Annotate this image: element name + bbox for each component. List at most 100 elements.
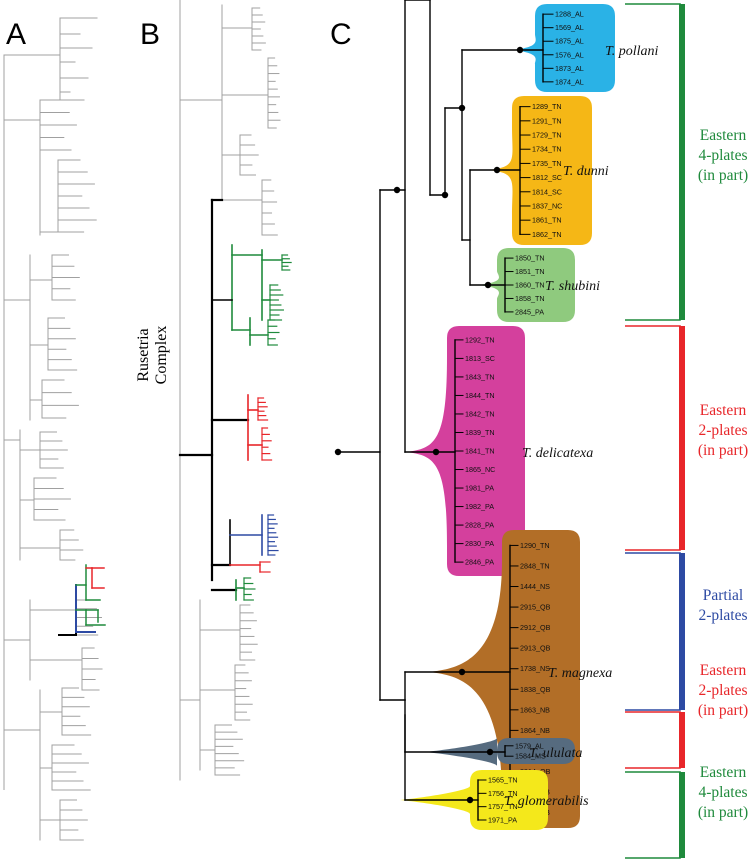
tip-label: 1839_TN: [465, 428, 495, 437]
tree-c: 1288_AL 1569_AL 1875_AL 1576_AL 1873_AL 1874_…: [334, 0, 659, 830]
species-name: T. magnexa: [548, 666, 612, 681]
group-label: (in part): [698, 804, 748, 821]
species-name: T. shubini: [545, 279, 600, 294]
tip-label: 1291_TN: [532, 116, 562, 125]
tip-label: 1838_QB: [520, 685, 551, 694]
tip-label: 1729_TN: [532, 131, 562, 140]
tip-label: 2912_QB: [520, 623, 551, 632]
tip-label: 1841_TN: [465, 447, 495, 456]
tip-label: 1756_TN: [488, 789, 518, 798]
tip-label: 1875_AL: [555, 37, 584, 46]
panel-label-c: C: [330, 18, 352, 51]
tip-label: 1981_PA: [465, 484, 494, 493]
tip-label: 1288_AL: [555, 10, 584, 19]
tip-label: 1863_NB: [520, 705, 550, 714]
complex-label: Rusetria Complex: [135, 326, 170, 385]
tip-label: 1971_PA: [488, 816, 517, 825]
bracket-bar: [679, 4, 685, 320]
group-bracket: Partial 2-plates: [625, 552, 748, 711]
group-label: Partial: [703, 587, 743, 604]
tip-label: 1584_MS: [515, 752, 546, 761]
tip-label: 1738_NS: [520, 664, 550, 673]
group-label: 4-plates: [698, 784, 747, 801]
group-bracket: Eastern 2-plates (in part): [625, 325, 748, 551]
group-label: Eastern: [700, 402, 747, 419]
tip-label: 1874_AL: [555, 77, 584, 86]
tip-label: 2846_PA: [465, 558, 494, 567]
bracket-bar: [679, 772, 685, 858]
species-name: T. delicatexa: [522, 446, 593, 461]
tip-label: 1444_NS: [520, 582, 550, 591]
clade-pollani: 1288_AL 1569_AL 1875_AL 1576_AL 1873_AL 1874_…: [512, 4, 659, 92]
group-label: 2-plates: [698, 682, 747, 699]
clade-shape: [488, 96, 592, 245]
group-label: Eastern: [700, 662, 747, 679]
tip-label: 1734_TN: [532, 145, 562, 154]
tip-label: 2913_QB: [520, 644, 551, 653]
complex-label-line2: Complex: [153, 326, 170, 385]
group-label: Eastern: [700, 127, 747, 144]
tip-label: 1862_TN: [532, 230, 562, 239]
tip-label: 1865_NC: [465, 465, 495, 474]
panel-label-a: A: [6, 18, 26, 51]
tip-label: 1757_TN: [488, 802, 518, 811]
tip-label: 1860_TN: [515, 281, 545, 290]
tip-label: 1569_AL: [555, 23, 584, 32]
tip-label: 2848_TN: [520, 561, 550, 570]
species-name: T. ululata: [529, 746, 582, 761]
tip-label: 1576_AL: [555, 50, 584, 59]
species-name: T. dunni: [563, 164, 609, 179]
tree-a: [3, 17, 106, 841]
group-label: (in part): [698, 167, 748, 184]
tip-label: 2830_PA: [465, 539, 494, 548]
tip-label: 1843_TN: [465, 372, 495, 381]
bracket-line: [625, 771, 681, 859]
tip-label: 2828_PA: [465, 521, 494, 530]
tip-label: 1982_PA: [465, 502, 494, 511]
group-label: 2-plates: [698, 607, 747, 624]
tip-label: 1850_TN: [515, 254, 545, 263]
clade-shape: [405, 326, 525, 576]
tip-label: 1290_TN: [520, 541, 550, 550]
tip-label: 2915_QB: [520, 603, 551, 612]
group-label: (in part): [698, 442, 748, 459]
node-dot: [393, 186, 401, 194]
tip-label: 1292_TN: [465, 335, 495, 344]
group-label: (in part): [698, 702, 748, 719]
bracket-line: [625, 711, 681, 769]
tip-label: 1812_SC: [532, 173, 562, 182]
tip-label: 1814_SC: [532, 187, 562, 196]
clade-shubini: 1850_TN 1851_TN 1860_TN 1858_TN 2845_PA T. sh…: [478, 248, 600, 322]
clade-ululata: 1579_AL 1584_MST. ululata: [425, 738, 582, 766]
tip-label: 1837_NC: [532, 201, 562, 210]
tip-label: 1861_TN: [532, 216, 562, 225]
tip-label: 1858_TN: [515, 294, 545, 303]
group-label: 2-plates: [698, 422, 747, 439]
bracket-line: [625, 325, 681, 551]
tip-label: 1289_TN: [532, 102, 562, 111]
tip-label: 1842_TN: [465, 409, 495, 418]
tip-label: 1873_AL: [555, 64, 584, 73]
group-bracket: Eastern 4-plates (in part): [625, 764, 748, 859]
clade-shape: [512, 4, 615, 92]
tip-label: 1851_TN: [515, 267, 545, 276]
tip-label: 1813_SC: [465, 354, 495, 363]
tip-label: 1864_NB: [520, 726, 550, 735]
bracket-bar: [679, 553, 685, 710]
bracket-bar: [679, 326, 685, 550]
tree-b: [178, 0, 292, 781]
species-name: T. glomerabilis: [504, 794, 589, 809]
group-label: Eastern: [700, 764, 747, 781]
tip-label: 1579_AL: [515, 741, 544, 750]
root-node: [334, 448, 342, 456]
bracket-bar: [679, 712, 685, 768]
tip-label: 1565_TN: [488, 776, 518, 785]
tip-label: 1844_TN: [465, 391, 495, 400]
complex-label-line1: Rusetria: [135, 328, 152, 381]
tip-label: 1735_TN: [532, 159, 562, 168]
panel-label-b: B: [140, 18, 160, 51]
tip-label: 2845_PA: [515, 307, 544, 316]
